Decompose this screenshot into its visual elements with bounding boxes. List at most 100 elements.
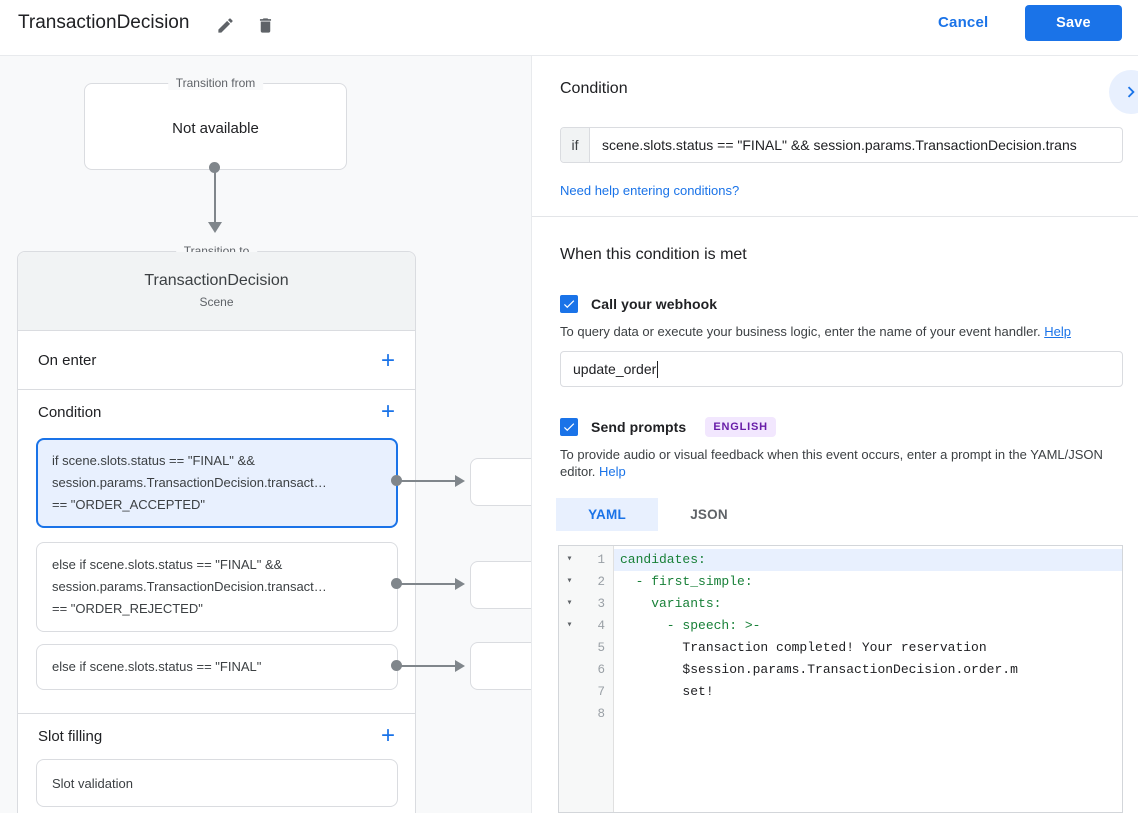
transition-target-box[interactable] [470, 561, 531, 609]
webhook-description-text: To query data or execute your business l… [560, 324, 1041, 339]
webhook-help-link[interactable]: Help [1044, 324, 1071, 339]
code-line[interactable]: 5 Transaction completed! Your reservatio… [559, 637, 1122, 659]
code-text[interactable]: - first_simple: [620, 574, 753, 589]
fold-arrow-icon[interactable]: ▾ [566, 576, 573, 587]
arrow-right-icon [455, 660, 465, 672]
prompts-description-text: To provide audio or visual feedback when… [560, 447, 1103, 479]
code-text[interactable]: set! [620, 684, 714, 699]
transition-from-status: Not available [172, 120, 259, 137]
call-webhook-label: Call your webhook [591, 296, 718, 312]
connector-dot [209, 162, 220, 173]
fold-arrow-icon[interactable]: ▾ [566, 598, 573, 609]
code-line[interactable]: 8 [559, 703, 1122, 725]
pencil-icon [217, 17, 233, 33]
tab-yaml[interactable]: YAML [556, 498, 658, 531]
condition-card[interactable]: else if scene.slots.status == "FINAL" [36, 644, 398, 690]
code-line[interactable]: 7 set! [559, 681, 1122, 703]
code-text[interactable]: $session.params.TransactionDecision.orde… [620, 662, 1018, 677]
editor-tabs: YAML JSON [556, 498, 760, 531]
condition-line: session.params.TransactionDecision.trans… [52, 579, 327, 594]
event-handler-value: update_order [573, 361, 657, 377]
scene-type-label: Scene [199, 295, 234, 309]
tab-json[interactable]: JSON [690, 507, 728, 522]
fold-spacer [559, 637, 580, 659]
connector-dot [391, 475, 402, 486]
cancel-button[interactable]: Cancel [938, 14, 989, 31]
on-enter-section[interactable]: On enter + [18, 332, 415, 390]
panel-divider [532, 216, 1138, 217]
code-line[interactable]: ▾ 3 variants: [559, 593, 1122, 615]
connector-line [397, 480, 455, 482]
fold-spacer [559, 659, 580, 681]
section-divider [18, 713, 415, 714]
yaml-code-editor[interactable]: ▾ 1 candidates: ▾ 2 - first_simple: ▾ 3 … [558, 545, 1123, 813]
on-enter-label: On enter [38, 352, 97, 369]
prompts-help-link[interactable]: Help [599, 464, 626, 479]
condition-card[interactable]: else if scene.slots.status == "FINAL" &&… [36, 542, 398, 632]
send-prompts-checkbox[interactable] [560, 418, 578, 436]
scene-name: TransactionDecision [144, 272, 289, 289]
editor-gutter [559, 546, 614, 812]
checkmark-icon [563, 300, 575, 309]
delete-scene-button[interactable] [250, 10, 280, 40]
add-condition-button[interactable]: + [380, 398, 395, 425]
condition-expression-field[interactable]: if scene.slots.status == "FINAL" && sess… [560, 127, 1123, 163]
add-on-enter-button[interactable]: + [380, 346, 395, 374]
transition-target-box[interactable] [470, 642, 531, 690]
condition-section-label: Condition [38, 403, 102, 421]
slot-validation-card[interactable]: Slot validation [36, 759, 398, 807]
condition-line: else if scene.slots.status == "FINAL" [52, 659, 262, 674]
text-caret [657, 360, 659, 378]
checkmark-icon [563, 423, 575, 432]
scene-card-header[interactable]: TransactionDecision Scene [18, 252, 415, 331]
line-number: 4 [597, 619, 605, 633]
transition-target-box[interactable] [470, 458, 531, 506]
code-line[interactable]: 6 $session.params.TransactionDecision.or… [559, 659, 1122, 681]
condition-expression-value[interactable]: scene.slots.status == "FINAL" && session… [602, 137, 1077, 153]
fold-arrow-icon[interactable]: ▾ [566, 554, 573, 565]
line-number: 3 [597, 597, 605, 611]
scene-graph-canvas: Transition from Not available Transition… [0, 56, 531, 813]
connector-line [397, 665, 455, 667]
collapse-panel-button[interactable] [1109, 70, 1138, 114]
slot-filling-label: Slot filling [38, 727, 103, 745]
add-slot-button[interactable]: + [380, 722, 395, 749]
prompts-description: To provide audio or visual feedback when… [560, 446, 1112, 480]
fold-spacer [559, 681, 580, 703]
arrow-down-icon [208, 222, 222, 233]
connector-line [214, 168, 216, 222]
call-webhook-checkbox[interactable] [560, 295, 578, 313]
app-header: TransactionDecision Cancel Save [0, 0, 1138, 56]
code-line[interactable]: ▾ 1 candidates: [559, 549, 1122, 571]
connector-line [397, 583, 455, 585]
code-text[interactable] [614, 703, 1122, 725]
connector-dot [391, 578, 402, 589]
code-text[interactable]: variants: [620, 596, 722, 611]
code-line[interactable]: ▾ 2 - first_simple: [559, 571, 1122, 593]
condition-section-header: Condition + [38, 398, 395, 425]
condition-card-selected[interactable]: if scene.slots.status == "FINAL" && sess… [36, 438, 398, 528]
slot-validation-label: Slot validation [52, 775, 133, 791]
if-prefix-label: if [561, 128, 590, 162]
transition-to-box: Transition to TransactionDecision Scene … [17, 244, 416, 813]
connector-dot [391, 660, 402, 671]
event-handler-input[interactable]: update_order [560, 351, 1123, 387]
code-text[interactable]: - speech: >- [620, 618, 761, 633]
trash-icon [259, 17, 271, 33]
transition-from-box[interactable]: Transition from Not available [84, 76, 347, 170]
condition-line: if scene.slots.status == "FINAL" && [52, 453, 255, 468]
send-prompts-label: Send prompts [591, 419, 687, 435]
fold-arrow-icon[interactable]: ▾ [566, 620, 573, 631]
page-title: TransactionDecision [18, 12, 190, 33]
call-webhook-row: Call your webhook [560, 294, 717, 314]
edit-scene-button[interactable] [210, 10, 240, 40]
code-text[interactable]: candidates: [614, 549, 1122, 571]
line-number: 7 [597, 685, 605, 699]
conditions-help-link[interactable]: Need help entering conditions? [560, 183, 740, 198]
code-line[interactable]: ▾ 4 - speech: >- [559, 615, 1122, 637]
fold-spacer [559, 703, 580, 725]
line-number: 2 [597, 575, 605, 589]
code-text[interactable]: Transaction completed! Your reservation [620, 640, 987, 655]
save-button[interactable]: Save [1025, 5, 1122, 41]
